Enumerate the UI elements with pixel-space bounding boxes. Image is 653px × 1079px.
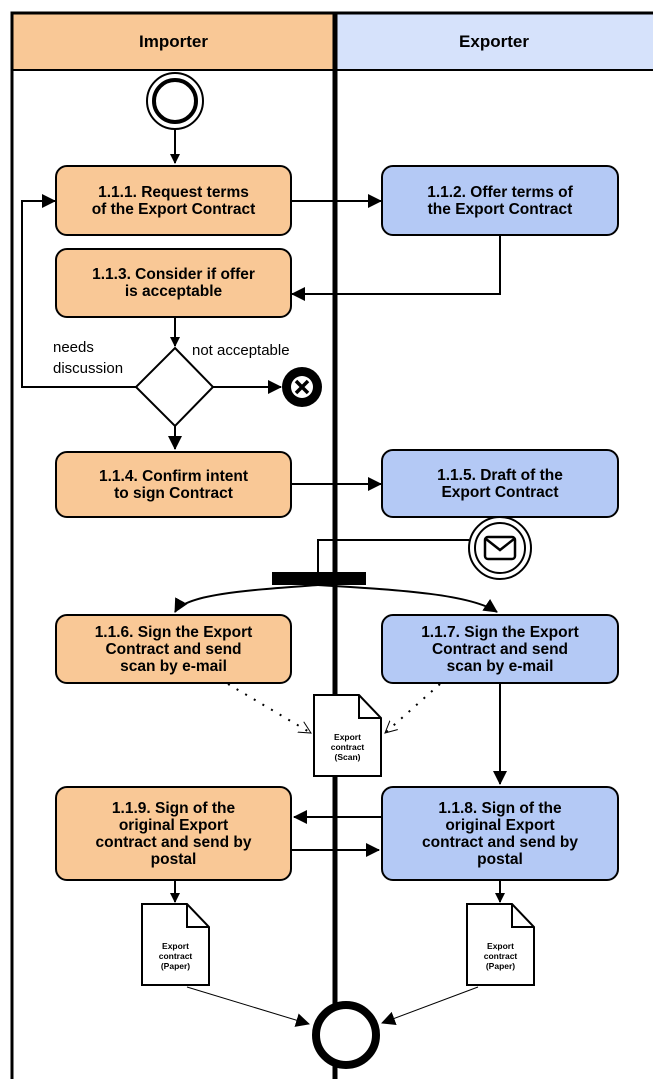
task-1-1-6[interactable]: 1.1.6. Sign the Export Contract and send… (55, 614, 292, 684)
task-1-1-1-label: 1.1.1. Request terms of the Export Contr… (91, 183, 256, 218)
importer-lane-header: Importer (12, 13, 335, 70)
terminate-end-icon (282, 367, 322, 407)
task-1-1-6-label: 1.1.6. Sign the Export Contract and send… (94, 623, 253, 675)
task-1-1-9-label: 1.1.9. Sign of the original Export contr… (95, 799, 252, 868)
task-1-1-7-label: 1.1.7. Sign the Export Contract and send… (421, 623, 579, 675)
task-1-1-9[interactable]: 1.1.9. Sign of the original Export contr… (55, 786, 292, 881)
assoc-paper-importer-to-end (186, 986, 310, 1027)
task-1-1-4-label: 1.1.4. Confirm intent to sign Contract (99, 467, 248, 502)
document-scan-icon (313, 694, 382, 777)
importer-lane-title: Importer (139, 31, 208, 51)
parallel-bar-icon (272, 572, 366, 585)
document-paper-importer-icon (141, 903, 210, 986)
assoc-117-to-scan (385, 683, 441, 734)
document-paper-importer-label: Export contract (Paper) (158, 941, 193, 971)
document-scan-label: Export contract (Scan) (330, 732, 365, 762)
flow-message-to-fork (317, 539, 469, 578)
flow-112-to-113 (291, 236, 501, 301)
task-1-1-8[interactable]: 1.1.8. Sign of the original Export contr… (381, 786, 619, 881)
assoc-116-to-scan (227, 683, 311, 734)
end-event-icon (312, 1001, 380, 1069)
pool-frame (10, 11, 653, 1079)
task-1-1-8-label: 1.1.8. Sign of the original Export contr… (422, 799, 578, 868)
label-needs-discussion: needs discussion (53, 339, 124, 377)
task-1-1-5[interactable]: 1.1.5. Draft of the Export Contract (381, 449, 619, 518)
flow-gateway-needs-discussion (21, 194, 136, 388)
start-event-icon (146, 72, 204, 130)
task-1-1-3-label: 1.1.3. Consider if offer is acceptable (92, 266, 255, 300)
flow-fork-to-116 (174, 584, 319, 613)
task-1-1-3[interactable]: 1.1.3. Consider if offer is acceptable (55, 248, 292, 318)
task-1-1-2[interactable]: 1.1.2. Offer terms of the Export Contrac… (381, 165, 619, 236)
task-1-1-7[interactable]: 1.1.7. Sign the Export Contract and send… (381, 614, 619, 684)
exporter-lane-header: Exporter (335, 13, 653, 70)
document-paper-exporter-icon (466, 903, 535, 986)
task-1-1-4[interactable]: 1.1.4. Confirm intent to sign Contract (55, 451, 292, 518)
document-paper-exporter-label: Export contract (Paper) (483, 941, 518, 971)
task-1-1-5-label: 1.1.5. Draft of the Export Contract (437, 466, 563, 501)
envelope-icon (468, 516, 532, 580)
label-not-acceptable: not acceptable (192, 342, 290, 359)
assoc-paper-exporter-to-end (381, 986, 479, 1025)
exporter-lane-title: Exporter (459, 31, 529, 51)
flow-fork-to-117 (317, 584, 498, 613)
task-1-1-1[interactable]: 1.1.1. Request terms of the Export Contr… (55, 165, 292, 236)
task-1-1-2-label: 1.1.2. Offer terms of the Export Contrac… (427, 183, 573, 218)
